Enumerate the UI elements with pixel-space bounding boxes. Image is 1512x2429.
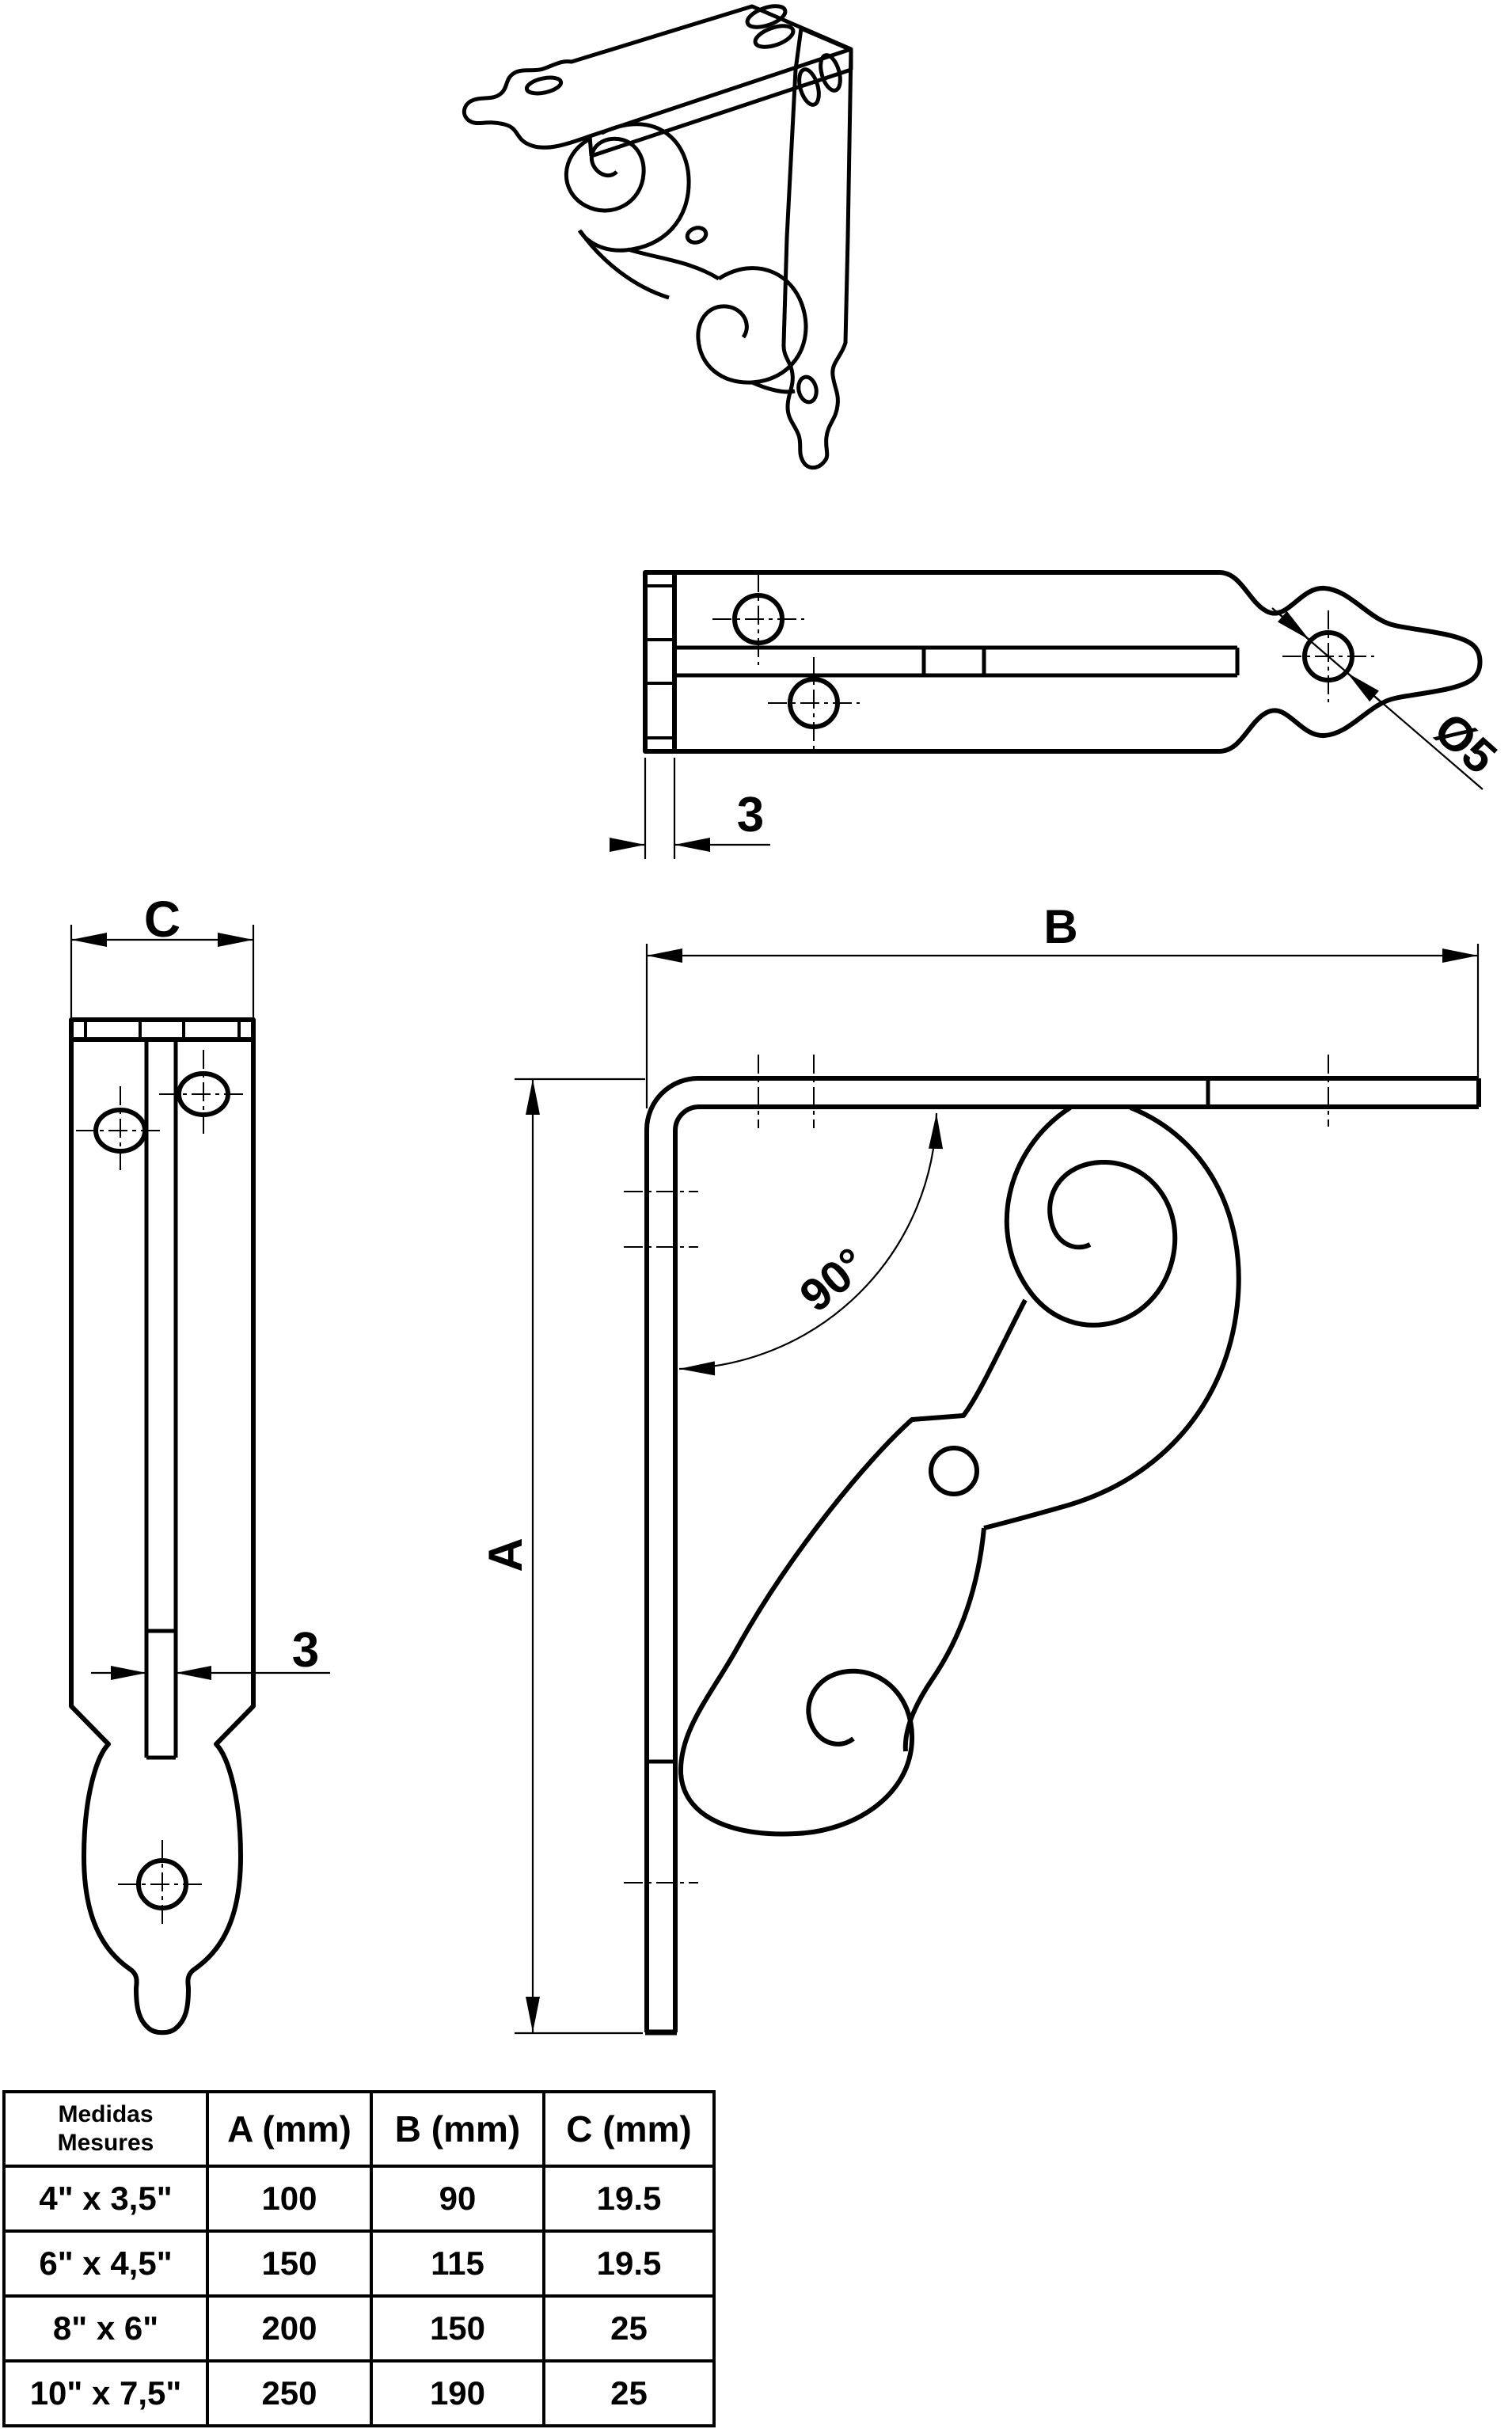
table-row: 10" x 7,5" 250 190 25 [2,2359,716,2427]
plan-flange-ticks [645,584,674,739]
dim-label-a: A [479,1538,532,1572]
header-c: C (mm) [542,2089,716,2169]
front-centerlines [624,1055,1329,1884]
b-cell: 115 [370,2229,545,2298]
scroll-upper-spiral [1004,1105,1178,1328]
c-cell: 19.5 [542,2229,716,2298]
a-cell: 150 [206,2229,373,2298]
side-slot [144,1040,178,1760]
top-view [610,570,1484,859]
persp-top-plate-thickness [587,49,853,158]
side-view [69,925,330,2036]
side-flange-ticks [84,1020,241,1040]
a-cell: 250 [206,2359,373,2427]
persp-wall-end-hole [796,374,819,405]
c-cell: 19.5 [542,2165,716,2233]
table-row: 6" x 4,5" 150 115 19.5 [2,2229,716,2298]
plan-outline [643,570,1483,754]
b-cell: 90 [370,2165,545,2233]
persp-scroll-lower-spiral [696,266,808,385]
persp-plate-end-hole [524,75,564,96]
scroll-band-left-and-lower-spiral [678,1298,1028,1837]
header-size: Medidas Mesures [2,2089,209,2169]
a-cell: 100 [206,2165,373,2233]
persp-plate-hole-2 [753,24,796,49]
size-cell: 4" x 3,5" [2,2165,209,2233]
table-row: 4" x 3,5" 100 90 19.5 [2,2165,716,2233]
persp-top-plate [462,4,853,150]
dim-label-thickness-top: 3 [736,788,765,842]
plan-slot [674,645,1240,678]
side-c-dimension [70,925,255,1021]
header-size-line1: Medidas [58,2101,154,2128]
persp-wall-plate [781,26,853,470]
header-b: B (mm) [370,2089,545,2169]
persp-scroll-band-top [627,247,720,281]
side-outline [69,1017,256,2036]
a-cell: 200 [206,2294,373,2363]
front-b-dimension [645,944,1480,1108]
c-cell: 25 [542,2359,716,2427]
front-outer-face [644,1076,1479,2032]
header-a: A (mm) [206,2089,373,2169]
dim-label-c: C [143,891,181,948]
persp-plate-hole-1 [745,4,788,29]
header-size-line2: Mesures [57,2130,154,2157]
c-cell: 25 [542,2294,716,2363]
plan-thickness-dimension [610,758,770,859]
persp-wall-hole-2 [819,53,842,93]
size-table: Medidas Mesures A (mm) B (mm) C (mm) 4" … [2,2089,716,2427]
persp-scroll-upper-outer [577,122,691,253]
dim-label-thickness-side: 3 [291,1623,320,1678]
b-cell: 190 [370,2359,545,2427]
scroll-hole [929,1446,979,1496]
persp-scroll-tail [750,380,796,394]
persp-wall-hole-1 [797,67,821,107]
front-a-dimension [515,1078,645,2035]
dim-label-b: B [1043,900,1078,953]
table-header-row: Medidas Mesures A (mm) B (mm) C (mm) [2,2089,716,2169]
table-row: 8" x 6" 200 150 25 [2,2294,716,2363]
scroll-band-right [902,1527,986,1752]
extension-lines [515,1078,645,2035]
perspective-view [462,4,853,470]
plan-diameter-leader [1271,607,1484,790]
extension-lines [644,758,676,859]
size-cell: 6" x 4,5" [2,2229,209,2298]
scroll-upper-outer [983,1105,1241,1530]
persp-scroll-upper-spiral [564,136,646,213]
front-view [515,944,1481,2036]
extension-lines [645,944,1480,1108]
persp-scroll-hole [685,226,709,245]
b-cell: 150 [370,2294,545,2363]
size-cell: 8" x 6" [2,2294,209,2363]
front-angle-arc [678,1112,944,1376]
plan-centerlines [712,573,1374,749]
persp-scroll-band-bottom [578,230,670,300]
side-centerlines [76,1050,248,1929]
size-cell: 10" x 7,5" [2,2359,209,2427]
